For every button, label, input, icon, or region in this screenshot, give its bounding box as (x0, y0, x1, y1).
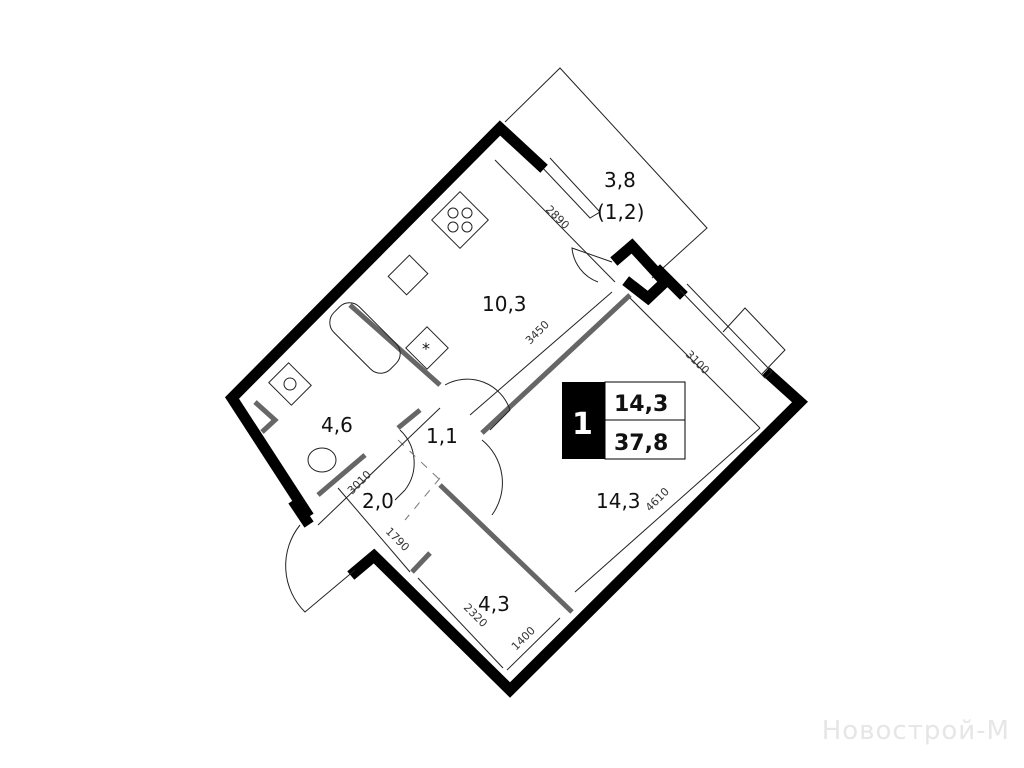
door-kitchen (444, 378, 511, 431)
dim-line-2320 (417, 577, 504, 669)
dim-line-3010 (317, 407, 441, 526)
bathroom-area: 4,6 (321, 413, 353, 437)
dim-1790: 1790 (383, 525, 412, 554)
bathtub-icon (329, 302, 401, 374)
partition-bath-niche (253, 400, 279, 434)
hall-boundary-2 (404, 477, 441, 521)
partition-bath-hall (396, 408, 422, 430)
living-area: 14,3 (614, 392, 668, 417)
fridge-star-icon: * (422, 339, 430, 358)
partition-corridor-room (438, 483, 574, 614)
outer-wall-entry-stub (288, 497, 314, 528)
partition-bath-lower (316, 453, 367, 497)
hall-boundary (397, 439, 441, 481)
dim-line-3450 (469, 291, 613, 416)
dim-line-1400 (506, 617, 561, 671)
sink-icon (387, 254, 429, 296)
watermark: Новострой-М (821, 716, 1010, 746)
wall-room-top (652, 264, 688, 300)
room-window (679, 283, 773, 379)
dim-3450: 3450 (523, 318, 552, 347)
partition-kitchen-room (480, 293, 632, 435)
dim-line-4610 (574, 427, 761, 593)
hall-small-area: 1,1 (426, 424, 458, 448)
corridor-area: 4,3 (478, 592, 510, 616)
dim-1400: 1400 (509, 624, 538, 653)
hall-area: 2,0 (362, 489, 394, 513)
kitchen-area: 10,3 (482, 292, 527, 316)
loggia-outline (504, 67, 708, 279)
fridge-icon (405, 326, 449, 370)
loggia-reduced-area: (1,2) (597, 200, 644, 224)
dim-line-3100 (629, 297, 761, 429)
dim-line-1790 (337, 487, 411, 573)
partition-corridor-stub (410, 551, 432, 574)
washbasin-icon (268, 362, 312, 406)
loggia-area: 3,8 (604, 168, 636, 192)
balcony-window (539, 157, 601, 219)
room-area: 14,3 (596, 489, 641, 513)
outer-wall-bottom (347, 367, 809, 698)
apartment-badge: 1 14,3 37,8 (562, 381, 686, 460)
partition-bath-kitchen (348, 303, 442, 387)
toilet-icon (307, 447, 337, 473)
outer-wall-left (224, 120, 548, 520)
dim-2890: 2890 (543, 203, 572, 232)
rooms-count: 1 (572, 407, 593, 442)
door-balcony (571, 247, 613, 283)
door-room (481, 439, 503, 516)
door-bathroom (394, 429, 415, 501)
ac-unit (722, 307, 786, 375)
stove-icon (431, 191, 489, 249)
total-area: 37,8 (614, 431, 668, 456)
door-entrance (285, 524, 356, 613)
dim-3100: 3100 (683, 348, 712, 377)
dim-line-2890 (494, 159, 616, 283)
